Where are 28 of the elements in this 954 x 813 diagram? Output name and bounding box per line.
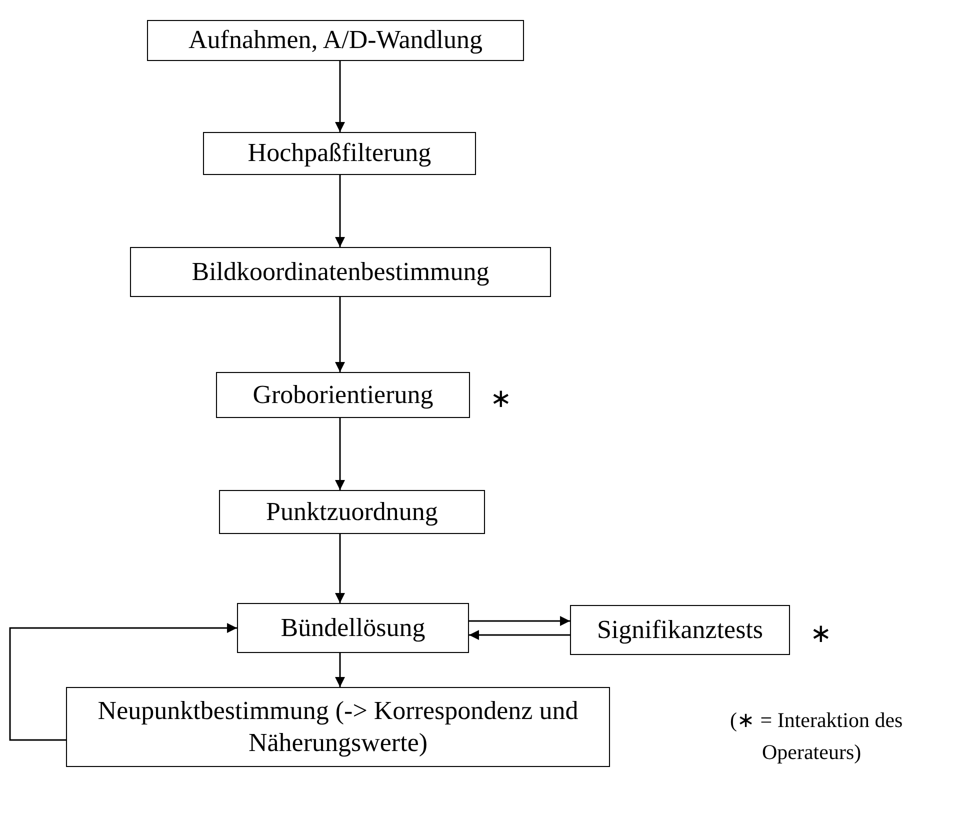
arrow: [335, 534, 345, 603]
arrow: [335, 61, 345, 132]
process-box: [219, 490, 485, 534]
process-box: [147, 20, 524, 61]
step-label: Bündellösung: [280, 612, 426, 644]
process-box: [216, 372, 470, 418]
arrow: [335, 418, 345, 490]
step-label: Bildkoordinatenbestimmung: [192, 256, 490, 288]
process-box: [237, 603, 469, 653]
arrow: [335, 653, 345, 687]
arrow: [469, 630, 570, 640]
arrow: [335, 297, 345, 372]
arrow: [335, 175, 345, 247]
step-label: Hochpaßfilterung: [248, 137, 432, 170]
arrow: [469, 616, 570, 626]
step-label: Punktzuordnung: [266, 496, 438, 528]
step-label: Aufnahmen, A/D-Wandlung: [188, 24, 482, 56]
process-box: [130, 247, 551, 297]
asterisk-mark: ∗: [810, 618, 832, 649]
note-text: (∗ = Interaktion des Operateurs): [730, 707, 904, 766]
process-box: [570, 605, 790, 655]
arrow: [9, 623, 237, 741]
step-label: Groborientierung: [252, 378, 434, 411]
step-label: Neupunktbestimmung (-> Korrespondenz und Näherungswerte): [96, 694, 580, 759]
process-box: [66, 687, 610, 767]
step-label: Signifikanztests: [596, 614, 764, 646]
asterisk-mark: ∗: [490, 383, 512, 414]
process-box: [203, 132, 476, 175]
